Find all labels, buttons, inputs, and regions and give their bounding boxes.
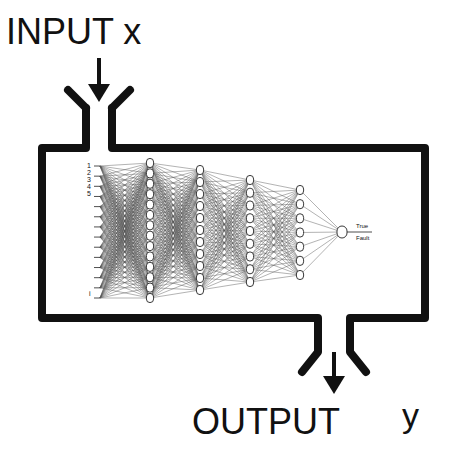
box-outline (42, 90, 425, 372)
neuron (296, 270, 303, 279)
neuron (146, 221, 153, 230)
neuron (146, 210, 153, 219)
neuron (146, 241, 153, 250)
neuron (196, 261, 203, 270)
neuron (146, 200, 153, 209)
neuron (196, 249, 203, 258)
neuron (296, 228, 303, 237)
neuron (146, 158, 153, 167)
neuron (196, 177, 203, 186)
neuron (146, 252, 153, 261)
neuron (296, 214, 303, 223)
neuron (196, 237, 203, 246)
output-class: True (356, 223, 368, 229)
neuron (146, 169, 153, 178)
neuron (246, 239, 253, 248)
neuron (246, 188, 253, 197)
nn-neurons (146, 158, 347, 302)
output-class: Fault (356, 235, 369, 241)
input-index: 4 (87, 183, 91, 190)
neuron (196, 213, 203, 222)
neuron (296, 256, 303, 265)
neuron (196, 273, 203, 282)
neuron (246, 175, 253, 184)
neuron (196, 201, 203, 210)
input-index: i (89, 290, 91, 297)
neuron (296, 200, 303, 209)
neuron (246, 265, 253, 274)
neural-network (94, 158, 372, 302)
input-index: 1 (87, 162, 91, 169)
neuron (196, 165, 203, 174)
input-index: 5 (87, 190, 91, 197)
neuron (246, 252, 253, 261)
output-label: OUTPUT (192, 404, 340, 440)
neuron (296, 242, 303, 251)
neuron (296, 185, 303, 194)
nn-connections (100, 163, 342, 298)
neuron (146, 190, 153, 199)
neuron (246, 214, 253, 223)
neuron (146, 273, 153, 282)
neuron (146, 179, 153, 188)
neuron (146, 231, 153, 240)
neuron (246, 277, 253, 286)
neuron (146, 293, 153, 302)
neuron (246, 201, 253, 210)
input-stubs (94, 166, 100, 298)
neuron (337, 226, 347, 238)
input-index: 2 (87, 169, 91, 176)
flow-arrows (88, 58, 345, 394)
box-interior (46, 152, 421, 314)
neuron (146, 262, 153, 271)
output-variable: y (402, 398, 419, 432)
neuron (196, 285, 203, 294)
neuron (246, 226, 253, 235)
neuron (196, 189, 203, 198)
input-label: INPUT x (6, 14, 141, 50)
neuron (196, 225, 203, 234)
input-index: 3 (87, 176, 91, 183)
neuron (146, 283, 153, 292)
output-line (347, 232, 372, 233)
